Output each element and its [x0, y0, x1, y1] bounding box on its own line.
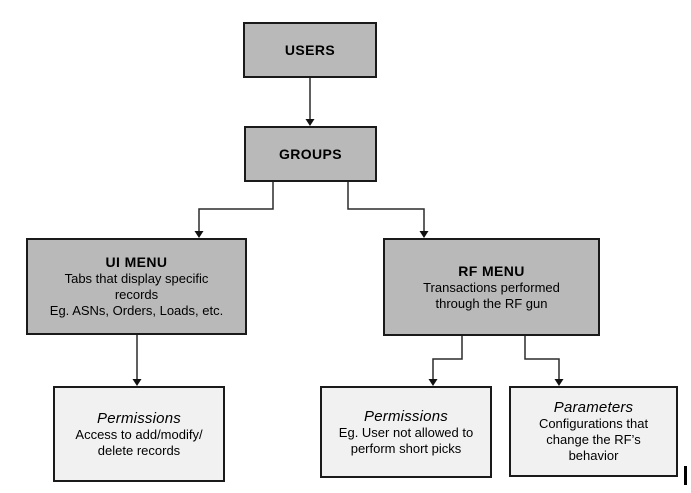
rf-permissions-box-text: perform short picks	[350, 440, 462, 456]
rf-parameters-box-text: change the RF’s	[546, 432, 641, 447]
arrowhead-groups	[305, 119, 315, 126]
rf-permissions-box-text: Eg. User not allowed to	[338, 424, 474, 440]
ui-permissions-box-text: Access to add/modify/	[75, 426, 203, 442]
ui-permissions-box-title: Permissions	[97, 409, 181, 427]
connector-rfmenu-parameters	[524, 336, 560, 380]
ui-menu-box: UI MENU Tabs that display specific recor…	[26, 238, 247, 335]
ui-permissions-box-text: delete records	[97, 442, 181, 458]
connector-groups-uimenu	[198, 182, 274, 232]
ui-permissions-box: Permissions Access to add/modify/ delete…	[53, 386, 225, 482]
rf-parameters-box-text: Configurations that	[538, 416, 649, 431]
rf-permissions-box: Permissions Eg. User not allowed to perf…	[320, 386, 492, 478]
ui-menu-box-text: Eg. ASNs, Orders, Loads, etc.	[49, 303, 224, 318]
ui-menu-box-text: Tabs that display specific	[64, 271, 209, 286]
clipped-shape-fragment	[684, 466, 687, 485]
rf-parameters-box-text: behavior	[568, 448, 619, 463]
arrowhead-ui-permissions	[132, 379, 142, 386]
connector-rfmenu-permissions	[432, 336, 463, 380]
connector-groups-rfmenu	[347, 182, 425, 232]
arrowhead-uimenu	[194, 231, 204, 238]
rf-menu-box: RF MENU Transactions performed through t…	[383, 238, 600, 336]
rf-parameters-box-title: Parameters	[553, 399, 634, 416]
users-box: USERS	[243, 22, 377, 78]
arrowhead-rfmenu	[419, 231, 429, 238]
rf-menu-box-text: through the RF gun	[435, 295, 548, 311]
rf-menu-box-title: RF MENU	[458, 262, 525, 279]
rf-parameters-box: Parameters Configurations that change th…	[509, 386, 678, 477]
groups-box-title: GROUPS	[278, 145, 343, 162]
rf-permissions-box-title: Permissions	[364, 407, 448, 425]
ui-menu-box-title: UI MENU	[105, 254, 168, 270]
arrowhead-rf-parameters	[554, 379, 564, 386]
groups-box: GROUPS	[244, 126, 377, 182]
arrowhead-rf-permissions	[428, 379, 438, 386]
users-box-title: USERS	[284, 41, 336, 58]
rf-menu-box-text: Transactions performed	[423, 279, 560, 295]
ui-menu-box-text: records	[114, 287, 159, 302]
